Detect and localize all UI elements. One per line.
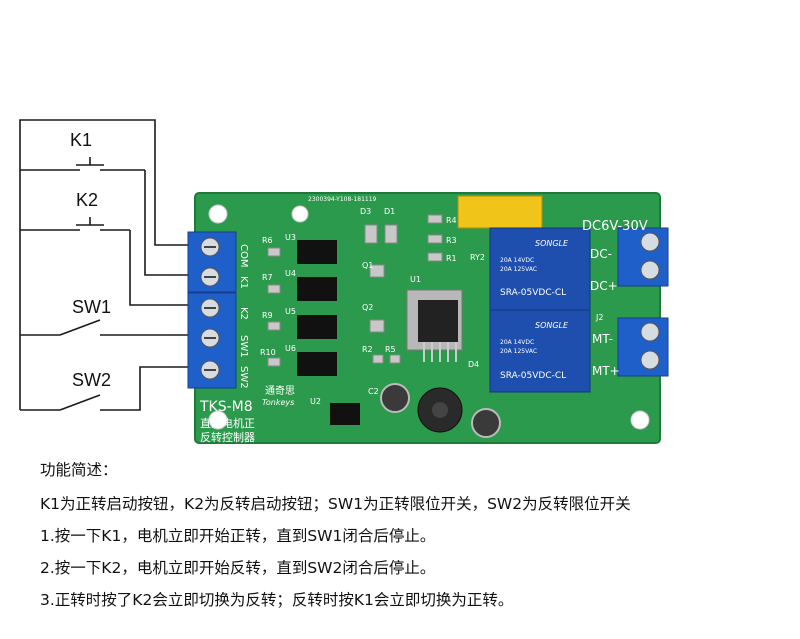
- relay-spec1-2: 20A 14VDC: [500, 339, 534, 346]
- ref-ry2: RY2: [470, 253, 485, 262]
- optocouplers: [297, 240, 337, 376]
- dc-minus-label: DC-: [590, 247, 612, 261]
- ref-q1: Q1: [362, 261, 373, 270]
- power-terminal-block: [617, 227, 669, 287]
- ref-r10: R10: [260, 348, 276, 357]
- relay-bottom-text: SONGLE 20A 14VDC 20A 125VAC SRA-05VDC-CL: [500, 321, 569, 381]
- mt-plus-label: MT+: [592, 364, 620, 378]
- model-label: TKS-M8: [199, 399, 253, 415]
- relay-ry1: [489, 309, 591, 393]
- board-photo: 2300394-Y108-181119 D3 D1 R4 R3 R1 R6 U3…: [19, 119, 669, 444]
- ref-r6: R6: [262, 236, 273, 245]
- ref-u3: U3: [285, 233, 296, 242]
- description-line-3: 2.按一下K2，电机立即开始反转，直到SW2闭合后停止。: [40, 559, 436, 577]
- label-com: COM: [238, 244, 249, 267]
- wiring-diagram: [19, 119, 195, 411]
- k1-button-symbol: [76, 157, 104, 166]
- label-k1: K1: [238, 276, 249, 289]
- relay-brand: SONGLE: [535, 239, 569, 248]
- relay-ry2: [489, 227, 591, 311]
- yellow-capacitor: [457, 195, 543, 229]
- ref-r9: R9: [262, 311, 273, 320]
- brand-en: Tonkeys: [262, 398, 294, 407]
- ref-q2: Q2: [362, 303, 373, 312]
- ref-u5: U5: [285, 307, 296, 316]
- board-name-line2: 反转控制器: [200, 430, 255, 444]
- sw2-label: SW2: [72, 370, 112, 390]
- ref-u4: U4: [285, 269, 296, 278]
- power-label: DC6V-30V: [582, 219, 648, 234]
- ref-d4: D4: [468, 360, 479, 369]
- description-line-4: 3.正转时按了K2会立即切换为反转；反转时按K1会立即切换为正转。: [40, 591, 514, 609]
- ref-d1: D1: [384, 207, 395, 216]
- inductor-core: [432, 402, 448, 418]
- relay-model: SRA-05VDC-CL: [500, 288, 566, 298]
- u2-chip: [330, 403, 360, 425]
- k2-label: K2: [76, 190, 99, 210]
- ref-d3: D3: [360, 207, 371, 216]
- label-sw2: SW2: [238, 366, 249, 389]
- brand-cn: 通奇思: [265, 384, 295, 397]
- label-sw1: SW1: [238, 335, 249, 358]
- mt-minus-label: MT-: [592, 332, 613, 346]
- capacitor-c2: [380, 383, 410, 413]
- ref-r5: R5: [385, 345, 396, 354]
- ref-j2: J2: [595, 313, 603, 322]
- description-line-1: K1为正转启动按钮，K2为反转启动按钮；SW1为正转限位开关，SW2为反转限位开…: [40, 495, 631, 513]
- silkscreen: 2300394-Y108-181119 D3 D1 R4 R3 R1 R6 U3…: [199, 196, 648, 444]
- relay-spec1: 20A 14VDC: [500, 257, 534, 264]
- capacitor-output: [471, 408, 501, 438]
- relay-model-2: SRA-05VDC-CL: [500, 371, 566, 381]
- input-terminal-labels: COM K1 K2 SW1 SW2: [238, 244, 249, 389]
- ref-c2: C2: [368, 387, 379, 396]
- board-name-line1: 直流电机正: [200, 416, 255, 430]
- ref-u1: U1: [410, 275, 421, 284]
- ref-r1: R1: [446, 254, 457, 263]
- ref-u2: U2: [310, 397, 321, 406]
- label-k2: K2: [238, 307, 249, 320]
- dc-plus-label: DC+: [590, 279, 618, 293]
- relay-brand-2: SONGLE: [535, 321, 569, 330]
- k2-button-symbol: [76, 217, 104, 226]
- input-terminal-block: [187, 231, 237, 389]
- sw1-label: SW1: [72, 297, 112, 317]
- ref-u6: U6: [285, 344, 296, 353]
- relay-spec2-2: 20A 125VAC: [500, 348, 537, 355]
- function-description: 功能简述： K1为正转启动按钮，K2为反转启动按钮；SW1为正转限位开关，SW2…: [40, 460, 790, 622]
- k1-label: K1: [70, 130, 93, 150]
- ref-r3: R3: [446, 236, 457, 245]
- ref-r2: R2: [362, 345, 373, 354]
- motor-terminal-block: [617, 317, 669, 377]
- serial-text: 2300394-Y108-181119: [308, 196, 377, 203]
- smd-components: [267, 214, 443, 367]
- regulator-u1: [406, 289, 463, 362]
- description-line-2: 1.按一下K1，电机立即开始正转，直到SW1闭合后停止。: [40, 527, 436, 545]
- ref-r7: R7: [262, 273, 273, 282]
- relay-top-text: SONGLE 20A 14VDC 20A 125VAC SRA-05VDC-CL: [500, 239, 569, 298]
- ref-r4: R4: [446, 216, 457, 225]
- relay-spec2: 20A 125VAC: [500, 266, 537, 273]
- description-heading: 功能简述：: [40, 461, 118, 479]
